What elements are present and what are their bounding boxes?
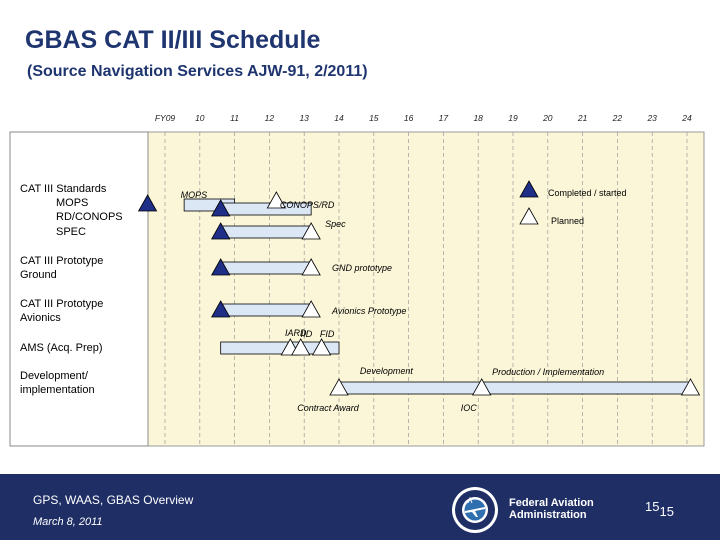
annotation-label: Development bbox=[360, 366, 414, 376]
year-label: 19 bbox=[508, 113, 518, 123]
iid-milestone bbox=[291, 338, 311, 356]
avionics-bar bbox=[220, 303, 312, 317]
agency-line-2: Administration bbox=[509, 509, 587, 521]
contract-award-milestone bbox=[329, 378, 349, 396]
year-label: 14 bbox=[334, 113, 344, 123]
spec-bar bbox=[220, 225, 312, 239]
year-label: 24 bbox=[681, 113, 692, 123]
row-label-line: SPEC bbox=[56, 226, 86, 238]
avionics-start-milestone bbox=[210, 300, 231, 318]
gnd-end-milestone bbox=[301, 258, 321, 276]
rd-milestone bbox=[210, 222, 231, 240]
ioc-milestone bbox=[471, 378, 492, 396]
annotation-label: MOPS bbox=[181, 190, 208, 200]
page-title: GBAS CAT II/III Schedule bbox=[25, 26, 321, 54]
production-end-milestone bbox=[680, 378, 701, 396]
footer-date: March 8, 2011 bbox=[33, 516, 103, 528]
agency-line-1: Federal Aviation bbox=[509, 497, 594, 509]
conops-milestone bbox=[266, 191, 287, 209]
development-bar bbox=[338, 381, 483, 395]
year-label: 16 bbox=[404, 113, 414, 123]
label-panel bbox=[9, 131, 149, 447]
schedule-bars bbox=[183, 198, 691, 395]
row-label-line: implementation bbox=[20, 384, 95, 396]
agency-name: Federal Aviation Administration bbox=[509, 497, 594, 521]
page-number-sub: 15 bbox=[659, 504, 674, 519]
year-label: 23 bbox=[646, 113, 657, 123]
annotation-label: IOC bbox=[461, 403, 478, 413]
page-number-main: 15 bbox=[645, 499, 660, 514]
legend-planned-label: Planned bbox=[551, 216, 584, 226]
row-label-line: Development/ bbox=[20, 370, 89, 382]
gnd-bar bbox=[220, 261, 312, 275]
year-label: FY09 bbox=[155, 113, 176, 123]
cat3-standards-milestone bbox=[137, 194, 158, 212]
year-label: 18 bbox=[473, 113, 483, 123]
annotation-label: FID bbox=[320, 329, 335, 339]
legend-planned-marker bbox=[519, 207, 539, 225]
page-number: 1515 bbox=[645, 499, 674, 519]
year-label: 17 bbox=[439, 113, 449, 123]
row-label-line: CAT III Prototype bbox=[20, 298, 103, 310]
year-labels: FY09 10 11 12 13 14 15 16 17 18 19 20 21 22 23 24 bbox=[155, 113, 692, 123]
schedule-chart: FY09 10 11 12 13 14 15 16 17 18 19 20 21 22 23 24 CAT I… bbox=[9, 113, 705, 447]
row-label-line: MOPS bbox=[56, 197, 88, 209]
year-label: 20 bbox=[542, 113, 553, 123]
row-label-line: RD/CONOPS bbox=[56, 211, 123, 223]
legend: Completed / started Planned bbox=[519, 180, 627, 226]
legend-completed-label: Completed / started bbox=[548, 188, 627, 198]
annotation-label: GND prototype bbox=[332, 263, 392, 273]
gnd-start-milestone bbox=[210, 258, 231, 276]
year-label: 12 bbox=[265, 113, 275, 123]
mops-milestone bbox=[210, 199, 231, 217]
annotation-label: Spec bbox=[325, 219, 346, 229]
annotation-label: IARD bbox=[285, 328, 307, 338]
year-label: 22 bbox=[612, 113, 623, 123]
fid-milestone bbox=[311, 338, 332, 356]
annotation-label: Avionics Prototype bbox=[331, 306, 406, 316]
ams-bar bbox=[220, 341, 340, 355]
row-label-line: Ground bbox=[20, 269, 57, 281]
faa-seal-icon bbox=[452, 487, 498, 533]
year-label: 15 bbox=[369, 113, 379, 123]
row-label-line: CAT III Standards bbox=[20, 183, 107, 195]
year-label: 10 bbox=[195, 113, 205, 123]
row-label-line: Avionics bbox=[20, 312, 61, 324]
footer-bar bbox=[0, 474, 720, 540]
legend-completed-marker bbox=[519, 180, 539, 198]
production-bar bbox=[481, 381, 691, 395]
row-label-line: AMS (Acq. Prep) bbox=[20, 342, 103, 354]
year-label: 11 bbox=[230, 113, 239, 123]
year-label: 21 bbox=[577, 113, 588, 123]
footer-title: GPS, WAAS, GBAS Overview bbox=[33, 493, 194, 507]
avionics-end-milestone bbox=[301, 300, 321, 318]
schedule-panel bbox=[147, 131, 705, 447]
annotation-label: Contract Award bbox=[297, 403, 360, 413]
year-label: 13 bbox=[299, 113, 309, 123]
spec-milestone bbox=[301, 222, 321, 240]
row-label-line: CAT III Prototype bbox=[20, 255, 103, 267]
schedule-milestones bbox=[137, 191, 701, 396]
annotation-label: CONOPS/RD bbox=[280, 200, 335, 210]
page-subtitle: (Source Navigation Services AJW-91, 2/20… bbox=[27, 63, 368, 80]
annotation-label: IID bbox=[301, 329, 313, 339]
annotation-label: Production / Implementation bbox=[492, 367, 604, 377]
